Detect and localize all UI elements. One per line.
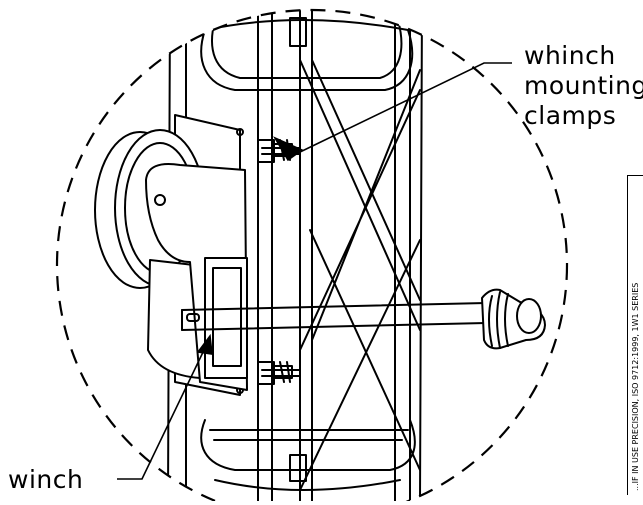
mounting-clamp-lower <box>257 361 301 385</box>
winch-leader-arrow <box>196 333 213 355</box>
top-plate <box>289 17 307 47</box>
crank-slot <box>186 313 200 322</box>
brace-diagonal-c <box>299 229 421 491</box>
crank-arm <box>181 302 487 331</box>
side-note-frame: ...IF IN USE PRECISION, ISO 9712:1999, 1… <box>627 175 643 495</box>
bottom-plate <box>289 454 307 482</box>
brace-diagonal-b <box>299 69 421 351</box>
winch-label: winch <box>8 465 84 494</box>
clamps-label-line3: clamps <box>524 101 617 130</box>
clamps-label-line1: whinch <box>524 41 616 70</box>
tower-leg-main <box>257 10 273 502</box>
winch-leader-line <box>117 347 206 480</box>
crank-handle <box>481 288 546 350</box>
side-note-text: ...IF IN USE PRECISION, ISO 9712:1999, 1… <box>631 282 640 491</box>
upper-ring-front <box>200 29 414 91</box>
clamps-label-line2: mounting <box>524 71 643 100</box>
mast-section <box>167 10 423 502</box>
lower-ring-front <box>200 419 416 471</box>
gear-cover-inset <box>212 267 242 367</box>
detail-circle <box>55 8 569 505</box>
clamps-leader-arrow <box>273 136 304 162</box>
winch-pivot-hole <box>154 194 166 206</box>
clamps-leader-line <box>297 62 512 154</box>
upper-ring-back <box>211 19 403 79</box>
brace-diagonal-a <box>299 59 421 331</box>
plate-bolt-top <box>236 128 244 136</box>
tower-leg-inner <box>299 10 313 502</box>
